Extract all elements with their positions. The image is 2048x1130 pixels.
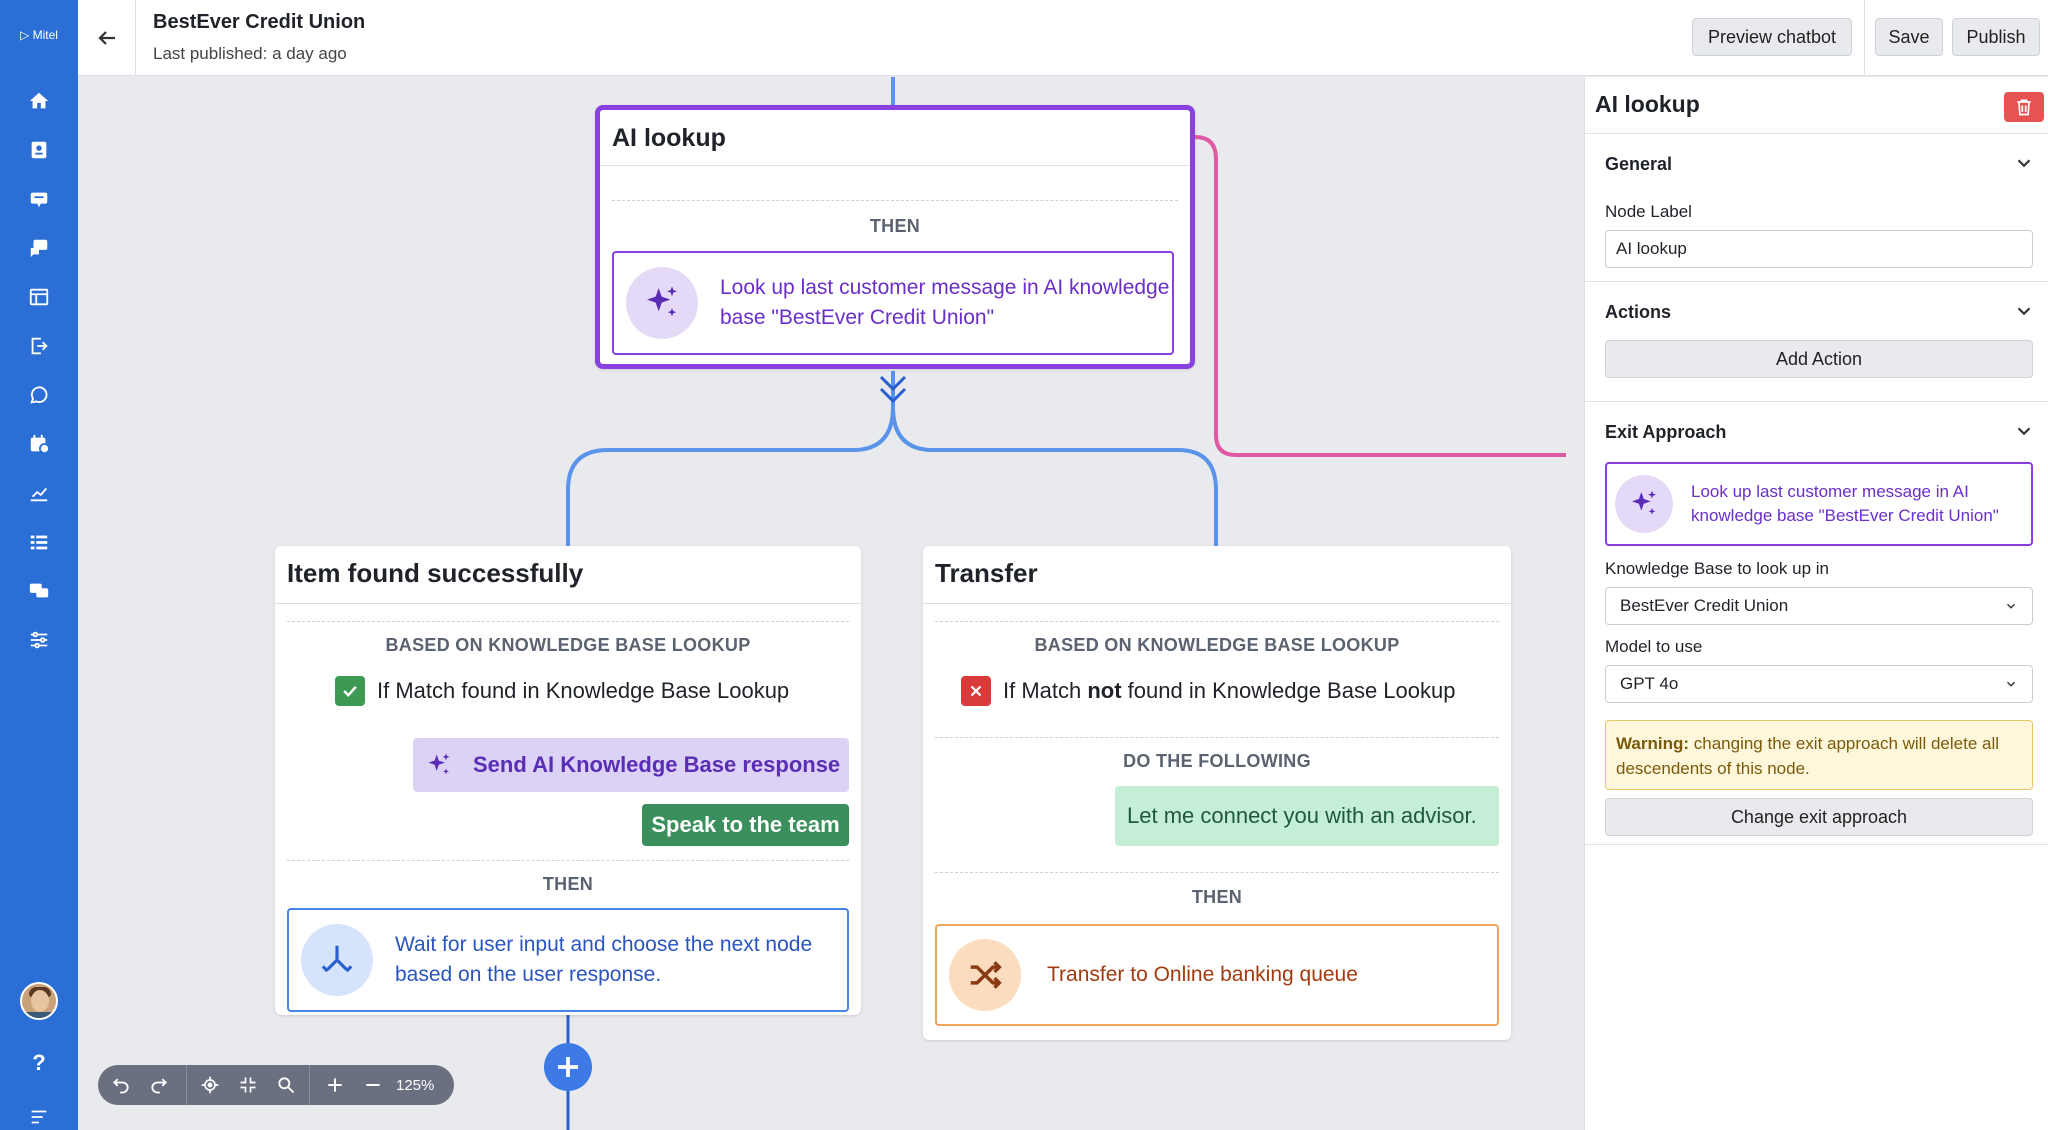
actions-section-header[interactable]: Actions	[1605, 302, 1672, 322]
avatar[interactable]	[20, 982, 58, 1020]
connector-wires	[566, 77, 1566, 1130]
zoom-in-icon[interactable]	[316, 1065, 354, 1105]
ai-lookup-node[interactable]: AI lookup THEN Look up last customer mes…	[595, 105, 1195, 369]
general-section-header[interactable]: General	[1605, 154, 1673, 174]
exit-approach-card[interactable]: Look up last customer message in AI know…	[1605, 462, 2033, 546]
ai-lookup-action[interactable]: Look up last customer message in AI know…	[612, 251, 1174, 355]
undo-icon[interactable]	[102, 1065, 140, 1105]
node-label-caption: Node Label	[1605, 202, 1692, 221]
chevron-down-icon[interactable]	[2013, 152, 2035, 179]
exit-approach-description: Look up last customer message in AI know…	[1691, 482, 1999, 525]
action-description: Look up last customer message in AI know…	[720, 276, 1170, 329]
save-button[interactable]: Save	[1875, 18, 1943, 56]
search-icon[interactable]	[267, 1065, 305, 1105]
model-caption: Model to use	[1605, 637, 1703, 656]
panel-title: AI lookup	[1595, 91, 1700, 117]
publish-button[interactable]: Publish	[1952, 18, 2040, 56]
calendar-icon[interactable]	[22, 427, 56, 461]
contacts-icon[interactable]	[22, 133, 56, 167]
action-description: Transfer to Online banking queue	[1047, 963, 1358, 986]
layout-icon[interactable]	[22, 280, 56, 314]
actions-section: Actions Add Action	[1585, 281, 2048, 401]
knowledge-base-select[interactable]: BestEver Credit Union	[1605, 587, 2033, 625]
menu-icon[interactable]	[22, 1100, 56, 1130]
exit-approach-section: Exit Approach Look up last customer mess…	[1585, 401, 2048, 845]
conversations-icon[interactable]	[22, 574, 56, 608]
action-description: Wait for user input and choose the next …	[395, 933, 813, 986]
add-action-button[interactable]: Add Action	[1605, 340, 2033, 378]
speak-to-team-quick-reply[interactable]: Speak to the team	[642, 804, 849, 846]
match-not-found-condition: If Match not found in Knowledge Base Loo…	[961, 676, 1455, 706]
send-ai-response-message[interactable]: Send AI Knowledge Base response	[413, 738, 849, 792]
flow-canvas[interactable]: AI lookup THEN Look up last customer mes…	[78, 77, 1566, 1130]
back-button[interactable]	[78, 0, 136, 76]
top-header: BestEver Credit Union Last published: a …	[78, 0, 2048, 76]
knowledge-base-caption: Knowledge Base to look up in	[1605, 559, 1829, 578]
chat-icon[interactable]	[22, 182, 56, 216]
fit-view-icon[interactable]	[229, 1065, 267, 1105]
logout-icon[interactable]	[22, 329, 56, 363]
exit-approach-section-header[interactable]: Exit Approach	[1605, 422, 1727, 442]
then-label: THEN	[869, 216, 921, 236]
chevron-down-icon	[2007, 681, 2015, 687]
shuffle-icon	[949, 939, 1021, 1011]
chevron-down-icon[interactable]	[2013, 420, 2035, 447]
sparkles-icon	[428, 753, 450, 775]
match-found-condition: If Match found in Knowledge Base Lookup	[335, 676, 789, 706]
general-section: General Node Label AI lookup	[1585, 133, 2048, 281]
delete-node-button[interactable]	[2004, 92, 2044, 122]
redo-icon[interactable]	[140, 1065, 178, 1105]
chevron-down-icon	[2007, 603, 2015, 609]
check-icon	[335, 676, 365, 706]
trash-icon	[2017, 99, 2031, 116]
page-title: BestEver Credit Union	[153, 11, 366, 33]
node-title: Transfer	[923, 546, 1511, 604]
zoom-level: 125%	[396, 1076, 435, 1094]
list-icon[interactable]	[22, 525, 56, 559]
last-published-status: Last published: a day ago	[153, 44, 347, 63]
zoom-out-icon[interactable]	[354, 1065, 392, 1105]
plus-icon	[558, 1057, 578, 1077]
sparkles-icon	[1615, 475, 1673, 533]
mitel-logo: ▷ Mitel	[20, 28, 58, 42]
then-label: THEN	[1191, 887, 1243, 907]
help-icon[interactable]: ?	[32, 1050, 46, 1075]
node-properties-panel: AI lookup General Node Label AI lookup A…	[1584, 77, 2048, 1130]
node-label-field[interactable]: AI lookup	[1605, 230, 2033, 268]
sparkles-icon	[626, 267, 698, 339]
change-exit-approach-button[interactable]: Change exit approach	[1605, 798, 2033, 836]
left-nav: ▷ Mitel ?	[0, 0, 78, 1130]
add-node-button[interactable]	[544, 1043, 592, 1091]
settings-sliders-icon[interactable]	[22, 623, 56, 657]
whatsapp-icon[interactable]	[22, 378, 56, 412]
arrow-left-icon	[97, 31, 115, 45]
preview-chatbot-button[interactable]: Preview chatbot	[1692, 18, 1852, 56]
based-on-label: BASED ON KNOWLEDGE BASE LOOKUP	[385, 635, 751, 655]
messages-icon[interactable]	[22, 231, 56, 265]
wait-for-input-action[interactable]: Wait for user input and choose the next …	[287, 908, 849, 1012]
then-label: THEN	[542, 874, 594, 894]
node-title: AI lookup	[600, 110, 1190, 166]
x-icon	[961, 676, 991, 706]
analytics-icon[interactable]	[22, 476, 56, 510]
node-title: Item found successfully	[275, 546, 861, 604]
model-select[interactable]: GPT 4o	[1605, 665, 2033, 703]
chevron-down-icon[interactable]	[2013, 300, 2035, 327]
transfer-action[interactable]: Transfer to Online banking queue	[935, 924, 1499, 1026]
advisor-message-bubble[interactable]: Let me connect you with an advisor.	[1115, 786, 1499, 846]
transfer-node[interactable]: Transfer BASED ON KNOWLEDGE BASE LOOKUP …	[923, 546, 1511, 1040]
canvas-toolbar: 125%	[98, 1065, 454, 1105]
home-icon[interactable]	[22, 84, 56, 118]
exit-approach-warning: Warning: changing the exit approach will…	[1605, 720, 2033, 790]
based-on-label: BASED ON KNOWLEDGE BASE LOOKUP	[1034, 635, 1400, 655]
locate-icon[interactable]	[191, 1065, 229, 1105]
item-found-node[interactable]: Item found successfully BASED ON KNOWLED…	[275, 546, 861, 1015]
do-following-label: DO THE FOLLOWING	[1123, 751, 1311, 771]
branch-split-icon	[301, 924, 373, 996]
